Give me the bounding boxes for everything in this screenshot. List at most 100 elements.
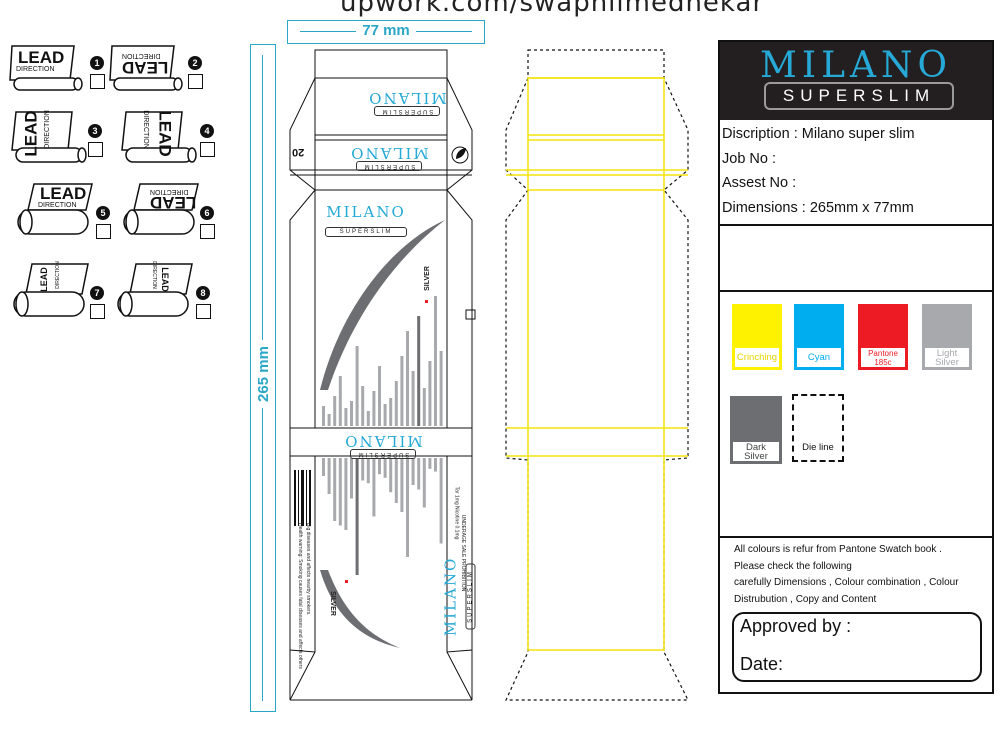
swatch-pantone-185c: Pantone 185c <box>858 304 908 370</box>
brand-name: MILANO <box>343 432 423 450</box>
swatch-cyan: Cyan <box>794 304 844 370</box>
height-label: 265 mm <box>255 340 272 408</box>
pattern-bar <box>322 458 325 476</box>
note-line: carefully Dimensions , Colour combinatio… <box>734 577 959 588</box>
lead-direction-option-3[interactable]: LEAD DIRECTION 3 <box>10 108 120 168</box>
brand-sub: SUPERSLIM <box>355 161 423 171</box>
lead-title: LEAD <box>159 267 170 292</box>
date-field[interactable]: Date: <box>740 654 784 674</box>
option-checkbox[interactable] <box>196 304 211 319</box>
option-checkbox[interactable] <box>90 74 105 89</box>
pattern-bar <box>344 408 348 426</box>
pack-dieline <box>289 49 476 701</box>
lead-sub: DIRECTION <box>43 110 51 149</box>
option-checkbox[interactable] <box>88 142 103 157</box>
lead-title: LEAD <box>40 184 87 203</box>
option-checkbox[interactable] <box>200 142 215 157</box>
swatch-die-line: Die line <box>792 394 844 462</box>
watermark: upwork.com/swapnilmedhekar <box>340 0 765 18</box>
brand-name: MILANO <box>367 89 447 107</box>
swatch-dark-silver: Dark Silver <box>730 396 782 464</box>
lead-direction-option-7[interactable]: LEAD DIRECTION 7 <box>10 258 120 319</box>
pattern-bar <box>406 458 409 557</box>
pattern-bar <box>378 458 381 475</box>
pattern-bar <box>389 398 393 426</box>
width-label: 77 mm <box>356 22 416 39</box>
lead-sub: DIRECTION <box>141 110 149 149</box>
pattern-bar <box>378 366 381 426</box>
pattern-bar <box>383 404 387 426</box>
pattern-bar <box>372 391 376 426</box>
brand-sub: SUPERSLIM <box>324 227 408 237</box>
approval-box: Approved by : Date: <box>732 612 982 682</box>
pack-artwork: SUPERSLIM MILANO SUPERSLIM MILANO 20 MIL… <box>280 40 500 710</box>
option-checkbox[interactable] <box>200 224 215 239</box>
pattern-bar <box>366 458 370 484</box>
pattern-bar <box>394 458 398 503</box>
pattern-bar <box>361 386 365 426</box>
panel-logo: MILANO <box>760 45 952 86</box>
brand-sub: SUPERSLIM <box>349 449 417 459</box>
pattern-bar <box>439 351 443 426</box>
brand-name: MILANO <box>326 203 406 221</box>
note-text: All colours is refur from Pantone Swatch… <box>734 542 959 608</box>
roll-icon <box>117 263 193 317</box>
lead-direction-option-2[interactable]: DIRECTION LEAD 2 <box>108 40 218 100</box>
lead-direction-option-4[interactable]: LEAD DIRECTION 4 <box>120 108 230 168</box>
option-number: 4 <box>200 124 214 138</box>
tar-nicotine-text: Tar 1mg Nicotine 0.1mg <box>453 486 460 540</box>
option-checkbox[interactable] <box>90 304 105 319</box>
lead-sub: DIRECTION <box>54 261 61 289</box>
brand-front: MILANO SUPERSLIM <box>318 205 414 238</box>
description-field: Discription : Milano super slim <box>722 126 915 142</box>
roll-icon <box>9 45 83 91</box>
lead-title: LEAD <box>21 110 41 157</box>
lead-title: LEAD <box>155 110 175 157</box>
pattern-bar <box>355 346 359 426</box>
option-number: 7 <box>90 286 104 300</box>
divider <box>720 224 992 226</box>
roll-icon <box>123 183 199 235</box>
approved-by-field[interactable]: Approved by : <box>740 616 852 636</box>
roll-icon <box>121 111 197 163</box>
divider <box>720 290 992 292</box>
dimensions-field: Dimensions : 265mm x 77mm <box>722 199 914 216</box>
pattern-bar <box>434 458 437 472</box>
lead-direction-option-8[interactable]: LEAD DIRECTION 8 <box>114 258 224 319</box>
pattern-bar <box>434 296 437 426</box>
pattern-bar <box>417 458 421 490</box>
lead-direction-option-6[interactable]: DIRECTION LEAD 6 <box>120 180 230 240</box>
lead-sub: DIRECTION <box>38 202 77 209</box>
lead-direction-option-5[interactable]: LEAD DIRECTION 5 <box>14 180 124 240</box>
brand-flap-2: SUPERSLIM MILANO <box>344 144 434 178</box>
pattern-bar <box>422 458 426 508</box>
option-number: 1 <box>90 56 104 70</box>
pattern-bar <box>411 371 415 426</box>
option-number: 2 <box>188 56 202 70</box>
brand-name: MILANO <box>441 556 460 637</box>
pattern-bar <box>350 401 353 426</box>
pattern-bar <box>406 331 409 426</box>
roll-icon <box>13 263 89 317</box>
pattern-bar <box>428 458 432 469</box>
pattern-bar <box>400 356 404 426</box>
divider <box>720 536 992 538</box>
variant-label: SILVER <box>423 266 431 291</box>
width-dimension: 77 mm <box>287 20 485 44</box>
roll-icon <box>109 45 183 91</box>
roll-icon <box>11 111 87 163</box>
pattern-bar <box>439 458 443 544</box>
pattern-bar <box>417 316 421 426</box>
note-line: Please check the following <box>734 560 852 572</box>
lead-direction-option-1[interactable]: LEAD DIRECTION 1 <box>8 40 118 100</box>
option-checkbox[interactable] <box>188 74 203 89</box>
note-line: All colours is refur from Pantone Swatch… <box>734 544 942 555</box>
option-number: 5 <box>96 206 110 220</box>
lead-title: LEAD <box>18 48 65 67</box>
option-checkbox[interactable] <box>96 224 111 239</box>
pack-count: 20 <box>292 146 305 158</box>
lead-title: LEAD <box>122 58 169 77</box>
job-no-field: Job No : <box>722 150 776 167</box>
height-dimension: 265 mm <box>250 44 276 712</box>
brand-name: MILANO <box>349 144 429 162</box>
